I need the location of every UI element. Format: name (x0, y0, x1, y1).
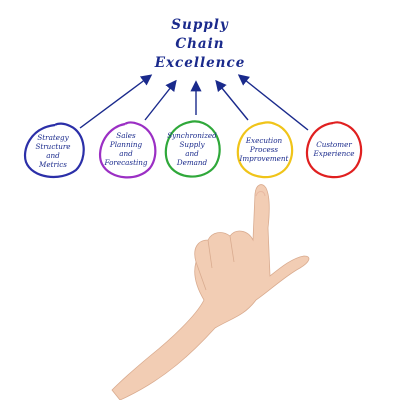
node-line: Structure (35, 142, 71, 151)
node-label-customer: Customer Experience (306, 140, 362, 158)
node-line: Planning (109, 140, 143, 149)
node-line: and (119, 149, 133, 158)
node-line: Forecasting (104, 158, 148, 167)
arrow-1 (79, 74, 153, 129)
node-line: Demand (176, 158, 208, 167)
arrow-4 (215, 79, 249, 121)
pointing-hand (111, 184, 310, 400)
circle-execution (236, 121, 294, 179)
arrow-2 (144, 79, 177, 121)
node-line: Customer (316, 140, 352, 149)
node-line: Execution (245, 136, 283, 145)
node-line: Synchronized (167, 131, 217, 140)
node-label-strategy: Strategy Structure and Metrics (25, 133, 81, 169)
node-label-synchronized: Synchronized Supply and Demand (164, 131, 220, 167)
node-line: Supply (179, 140, 205, 149)
node-label-execution: Execution Process Improvement (236, 136, 292, 163)
circle-customer (305, 121, 363, 179)
title-line-1: Supply (171, 17, 229, 33)
arrow-5 (237, 74, 309, 131)
node-line: Strategy (37, 133, 69, 142)
title-line-3: Excellence (154, 55, 246, 71)
node-label-sales: Sales Planning and Forecasting (98, 131, 154, 167)
node-line: Experience (313, 149, 355, 158)
circle-strategy (23, 122, 85, 178)
node-line: Sales (116, 131, 136, 140)
circle-synchronized (164, 120, 221, 178)
node-line: Metrics (39, 160, 67, 169)
node-line: Improvement (239, 154, 289, 163)
node-line: Process (249, 145, 279, 154)
node-line: and (46, 151, 60, 160)
node-line: and (185, 149, 199, 158)
circle-sales (99, 121, 157, 179)
diagram-title: Supply Chain Excellence (120, 16, 280, 73)
title-line-2: Chain (175, 36, 225, 52)
